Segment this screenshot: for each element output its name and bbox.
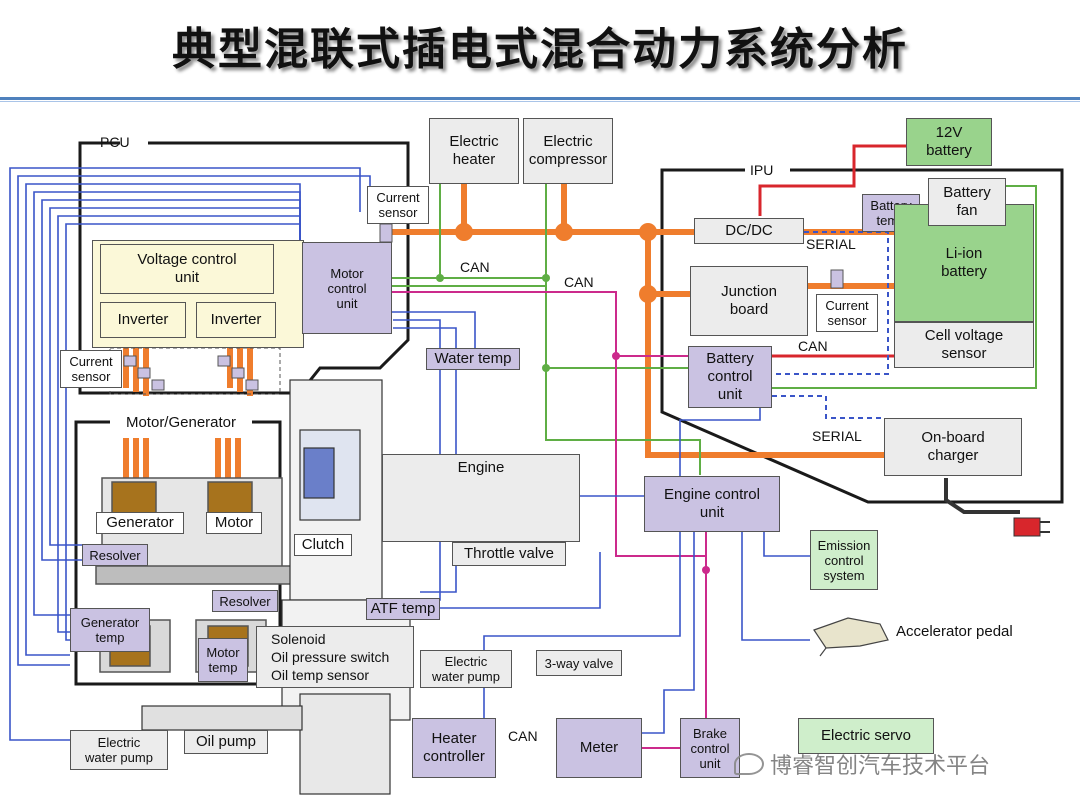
watermark-text: 博睿智创汽车技术平台: [770, 754, 991, 779]
atf-temp-box: ATF temp: [366, 598, 440, 620]
page-title: 典型混联式插电式混合动力系统分析: [172, 24, 908, 75]
electric-water-pump-top-box: Electric water pump: [420, 650, 512, 688]
electric-water-pump-left-box: Electric water pump: [70, 730, 168, 770]
motor-temp-box: Motor temp: [198, 638, 248, 682]
junction-board-box: Junction board: [690, 266, 808, 336]
can-label-3: CAN: [798, 338, 828, 354]
current-sensor-top-box: Current sensor: [367, 186, 429, 224]
dc-dc-box: DC/DC: [694, 218, 804, 244]
power-junctions: [455, 223, 657, 303]
throttle-valve-box: Throttle valve: [452, 542, 566, 566]
emission-control-box: Emission control system: [810, 530, 878, 590]
can-label-2: CAN: [564, 274, 594, 290]
current-sensor-left-box: Current sensor: [60, 350, 122, 388]
serial-label-1: SERIAL: [806, 236, 856, 252]
motor-box: Motor: [206, 512, 262, 534]
clutch-box: Clutch: [294, 534, 352, 556]
title-underline: [0, 97, 1080, 100]
accelerator-pedal-shape: [813, 617, 889, 657]
inverter-1-box: Inverter: [100, 302, 186, 338]
cell-voltage-sensor-box: Cell voltage sensor: [894, 322, 1034, 368]
motor-generator-boundary: [74, 420, 282, 686]
brake-control-unit-box: Brake control unit: [680, 718, 740, 778]
charger-plug: [944, 478, 1050, 537]
serial-label-2: SERIAL: [812, 428, 862, 444]
ipu-boundary: [660, 168, 1064, 504]
accelerator-pedal-label: Accelerator pedal: [896, 623, 1013, 640]
electric-servo-box: Electric servo: [798, 718, 934, 754]
current-sensor-pins: [123, 223, 844, 391]
inverter-2-box: Inverter: [196, 302, 276, 338]
oil-pump-box: Oil pump: [184, 730, 268, 754]
resolver-2-box: Resolver: [212, 590, 278, 612]
voltage-control-box: Voltage control unit: [100, 244, 274, 294]
current-sensor-ipu-box: Current sensor: [816, 294, 878, 332]
electric-heater-box: Electric heater: [429, 118, 519, 184]
solenoid-box: Solenoid Oil pressure switch Oil temp se…: [256, 626, 414, 688]
magenta-junction: [612, 352, 620, 360]
heater-controller-box: Heater controller: [412, 718, 496, 778]
pcu-label: PCU: [100, 134, 130, 150]
engine-box: Engine: [382, 454, 580, 542]
three-way-valve-box: 3-way valve: [536, 650, 622, 676]
motor-control-unit-box: Motor control unit: [302, 242, 392, 334]
generator-temp-box: Generator temp: [70, 608, 150, 652]
watermark: 博睿智创汽车技术平台: [734, 748, 990, 780]
title-underline-thin: [0, 101, 1080, 102]
generator-box: Generator: [96, 512, 184, 534]
on-board-charger-box: On-board charger: [884, 418, 1022, 476]
engine-control-unit-box: Engine control unit: [644, 476, 780, 532]
serial-lines: [772, 231, 889, 419]
ipu-label: IPU: [750, 162, 774, 178]
can-label-1: CAN: [460, 259, 490, 275]
can-junctions: [436, 274, 550, 372]
battery-control-unit-box: Battery control unit: [688, 346, 772, 408]
meter-box: Meter: [556, 718, 642, 778]
water-temp-box: Water temp: [426, 348, 520, 370]
resolver-1-box: Resolver: [82, 544, 148, 566]
red-lines: [758, 144, 906, 358]
wechat-icon: [734, 753, 764, 775]
ecu-wires: [440, 408, 810, 734]
electric-compressor-box: Electric compressor: [523, 118, 613, 184]
battery-fan-box: Battery fan: [928, 178, 1006, 226]
transmission-body: [141, 379, 411, 795]
can-label-4: CAN: [508, 728, 538, 744]
battery-12v-box: 12V battery: [906, 118, 992, 166]
motor-generator-label: Motor/Generator: [110, 412, 252, 434]
